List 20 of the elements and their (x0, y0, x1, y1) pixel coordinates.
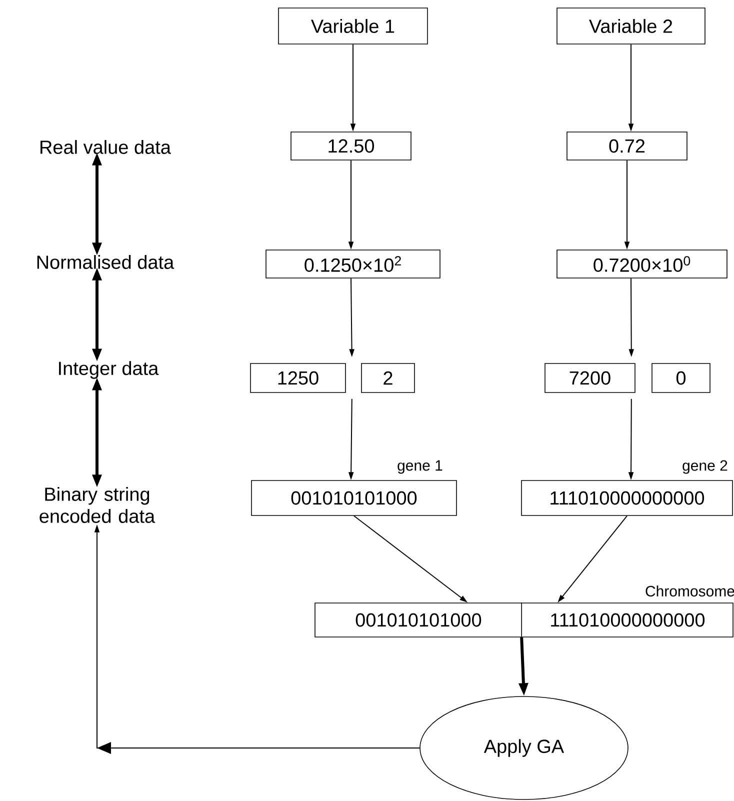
value-box: Variable 2 (556, 8, 706, 44)
value-box: 0.72 (566, 132, 688, 160)
value-box: 001010101000 (251, 480, 457, 516)
value-box: 0.1250×10$^{2}$ (266, 250, 440, 278)
value-box: 12.50 (290, 132, 412, 160)
row-label: Normalised data (37, 255, 174, 269)
value-box: 111010000000000 (521, 480, 733, 516)
value-box: 0 (652, 363, 710, 393)
value-box: 2 (361, 363, 415, 393)
row-label: Integer data (59, 361, 159, 379)
value-box: 1250 (250, 363, 346, 393)
value-box: 7200 (544, 363, 636, 393)
value-box: Variable 1 (278, 8, 428, 44)
row-label: Binary string encoded data (40, 487, 156, 523)
value-box: 0.7200×10$^{0}$ (556, 250, 728, 278)
row-label: Real value data (40, 140, 171, 154)
gene-label: gene 2 (682, 460, 728, 474)
chromosome-box: 001010101000 111010000000000 (314, 602, 734, 638)
gene-label: gene 1 (398, 460, 442, 474)
gene-label: Chromosome (646, 586, 734, 596)
